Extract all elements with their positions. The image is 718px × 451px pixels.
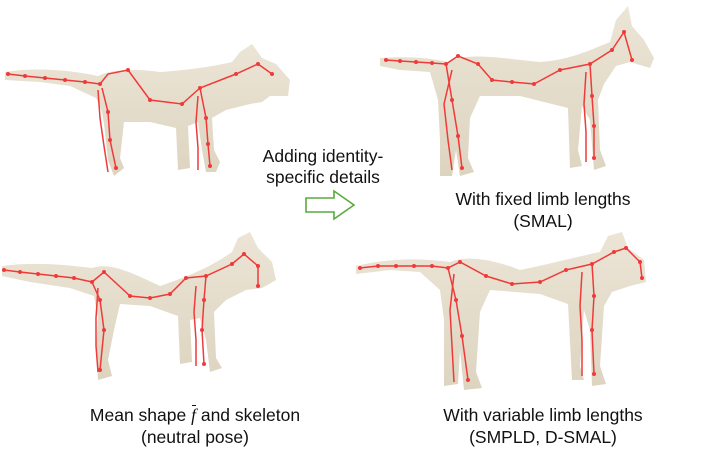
skeleton-hind-leg <box>101 87 117 169</box>
caption-variable-line2: (SMPLD, D-SMAL) <box>469 427 617 447</box>
skeleton-front-leg-2 <box>195 95 199 170</box>
skeleton-hind-leg <box>447 267 469 381</box>
skeleton-hind-leg-2 <box>95 287 99 373</box>
arrow-label-line1: Adding identity- <box>262 146 384 166</box>
caption-variable-line1: With variable limb lengths <box>443 405 643 425</box>
caption-mean-line1: Mean shape f and skeleton <box>30 404 360 426</box>
skeleton-tail <box>359 265 449 269</box>
skeleton-front-leg <box>591 263 595 375</box>
dog-bottom-right <box>356 232 646 390</box>
skeleton-hind-leg <box>91 281 105 371</box>
skeleton-tail <box>3 269 93 283</box>
skeleton-front-leg-2 <box>583 71 587 162</box>
skeleton-front-leg <box>201 275 207 365</box>
mean-shape-symbol-letter: f <box>191 405 196 425</box>
caption-mean-prefix: Mean shape <box>89 405 192 425</box>
caption-variable-limbs: With variable limb lengths (SMPLD, D-SMA… <box>378 404 708 448</box>
skeleton-joints <box>2 252 260 372</box>
caption-mean-shape: Mean shape f and skeleton (neutral pose) <box>30 404 360 448</box>
skeleton-joints <box>358 246 644 382</box>
dog-body-shape <box>380 6 654 176</box>
mean-shape-symbol: f <box>191 404 196 426</box>
dog-bottom-left <box>2 232 276 380</box>
skeleton-front-leg <box>589 63 595 158</box>
arrow-label: Adding identity- specific details <box>238 146 408 188</box>
skeleton-front-leg-2 <box>579 271 583 376</box>
dog-body-shape <box>2 232 276 380</box>
skeleton-front-leg <box>199 87 211 167</box>
dog-top-left <box>5 44 290 176</box>
caption-fixed-line1: With fixed limb lengths <box>455 189 631 209</box>
skeleton-joints <box>6 62 274 170</box>
dog-top-right <box>380 6 654 176</box>
caption-fixed-line2: (SMAL) <box>513 211 573 231</box>
right-arrow-icon <box>305 189 356 221</box>
skeleton-tail <box>7 73 101 85</box>
caption-mean-line2: (neutral pose) <box>141 427 249 447</box>
dog-body-shape <box>5 44 290 176</box>
caption-fixed-limbs: With fixed limb lengths (SMAL) <box>378 188 708 232</box>
skeleton-hind-leg-2 <box>443 69 453 171</box>
caption-mean-suffix: and skeleton <box>195 405 301 425</box>
skeleton-front-leg-2 <box>193 285 197 366</box>
skeleton-hind-leg-2 <box>97 89 109 173</box>
dog-body-shape <box>356 232 646 390</box>
skeleton-joints <box>384 30 634 170</box>
skeleton-hind-leg-2 <box>449 273 455 383</box>
arrow-label-line2: specific details <box>266 167 380 187</box>
